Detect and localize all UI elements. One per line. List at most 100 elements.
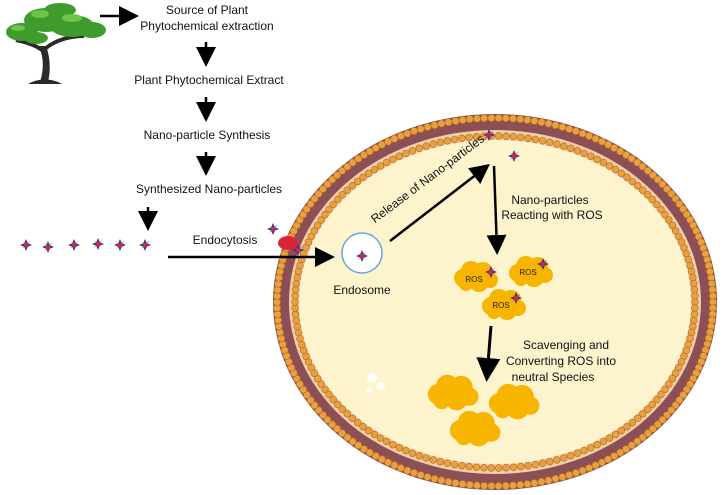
lipid-head: [558, 473, 567, 481]
lipid-head: [293, 322, 301, 331]
lipid-head: [422, 142, 430, 150]
lipid-head: [348, 158, 357, 167]
lipid-head: [321, 385, 329, 394]
lipid-head: [302, 205, 311, 213]
lipid-head: [553, 456, 561, 464]
lipid-head: [473, 114, 481, 123]
lipid-head: [643, 191, 652, 199]
lipid-head: [314, 406, 323, 415]
lipid-head: [599, 437, 608, 446]
lipid-head: [317, 216, 325, 224]
lipid-head: [628, 418, 637, 427]
lipid-head: [690, 310, 699, 318]
lipid-head: [416, 125, 425, 133]
lipid-head: [690, 279, 698, 288]
ros-label: ROS: [465, 275, 482, 284]
lipid-head: [292, 316, 300, 325]
lipid-head: [671, 369, 680, 377]
lipid-head: [408, 147, 417, 155]
lipid-head: [663, 411, 671, 419]
lipid-head: [353, 418, 362, 427]
lipid-head: [661, 385, 669, 394]
lipid-head: [422, 454, 430, 462]
lipid-head: [396, 132, 405, 140]
scavenging-label-line1: Scavenging and: [523, 338, 609, 352]
scavenging-label-line3: neutral Species: [512, 370, 595, 384]
lipid-head: [370, 430, 379, 439]
lipid-head: [545, 138, 554, 147]
lipid-head: [328, 420, 337, 429]
lipid-head: [403, 466, 412, 475]
lipid-head: [365, 169, 373, 178]
lipid-head: [544, 119, 553, 128]
synthesized-label: Synthesized Nano-particles: [136, 182, 282, 196]
lipid-head: [382, 158, 391, 167]
lipid-head: [429, 140, 437, 148]
nanoparticle-star-icon: [114, 239, 126, 251]
lipid-head: [667, 406, 676, 415]
lipid-head: [675, 396, 684, 404]
lipid-head: [674, 363, 683, 372]
lipid-head: [572, 127, 580, 136]
lipid-head: [389, 155, 397, 164]
lipid-head: [661, 210, 669, 219]
extract-label: Plant Phytochemical Extract: [134, 73, 284, 87]
lipid-head: [524, 134, 532, 143]
lipid-head: [531, 460, 540, 469]
lipid-head: [415, 144, 423, 153]
lipid-head: [472, 133, 481, 141]
lipid-head: [410, 468, 418, 477]
lipid-head: [616, 448, 625, 457]
lipid-head: [494, 114, 503, 122]
lipid-head: [580, 149, 588, 158]
lipid-head: [451, 479, 460, 487]
lipid-head: [377, 455, 386, 464]
lipid-head: [649, 424, 657, 433]
lipid-head: [444, 118, 453, 127]
lipid-head: [430, 474, 439, 483]
lipid-head: [572, 468, 580, 477]
lipid-head: [416, 471, 425, 479]
lipid-head: [306, 199, 315, 208]
lipid-head: [531, 135, 540, 144]
lipid-head: [653, 395, 661, 404]
lipid-head: [296, 334, 304, 343]
lipid-head: [502, 464, 510, 472]
lipid-head: [524, 462, 532, 470]
lipid-head: [509, 133, 518, 141]
lipid-head: [516, 115, 525, 124]
lipid-head: [487, 464, 495, 472]
lipid-head: [325, 390, 333, 399]
lipid-head: [687, 328, 696, 337]
cell-membrane: [273, 114, 717, 490]
lipid-head: [611, 165, 620, 174]
lipid-head: [585, 132, 593, 140]
lipid-head: [458, 116, 467, 124]
lipid-head: [343, 162, 352, 171]
lipid-head: [560, 454, 568, 462]
lipid-head: [593, 441, 601, 449]
lipid-head: [663, 185, 671, 193]
nanoparticle-star-icon: [267, 223, 279, 235]
lipid-head: [573, 449, 582, 457]
endosome-label: Endosome: [333, 283, 391, 297]
lipid-head: [403, 129, 412, 138]
lipid-head: [604, 455, 612, 464]
lipid-head: [423, 123, 432, 131]
lipid-head: [291, 292, 299, 300]
lipid-head: [444, 477, 453, 486]
lipid-head: [365, 448, 374, 457]
scavenging-arrow: [476, 325, 501, 382]
lipid-head: [611, 430, 620, 439]
lipid-head: [585, 464, 593, 472]
lipid-head: [643, 405, 652, 413]
lipid-head: [415, 452, 423, 460]
lipid-head: [319, 185, 327, 193]
lipid-head: [329, 395, 337, 404]
lipid-head: [617, 169, 625, 178]
lipid-head: [598, 137, 606, 146]
lipid-head: [689, 322, 697, 331]
lipid-head: [402, 446, 410, 455]
lipid-head: [679, 390, 688, 399]
lipid-head: [558, 123, 567, 131]
